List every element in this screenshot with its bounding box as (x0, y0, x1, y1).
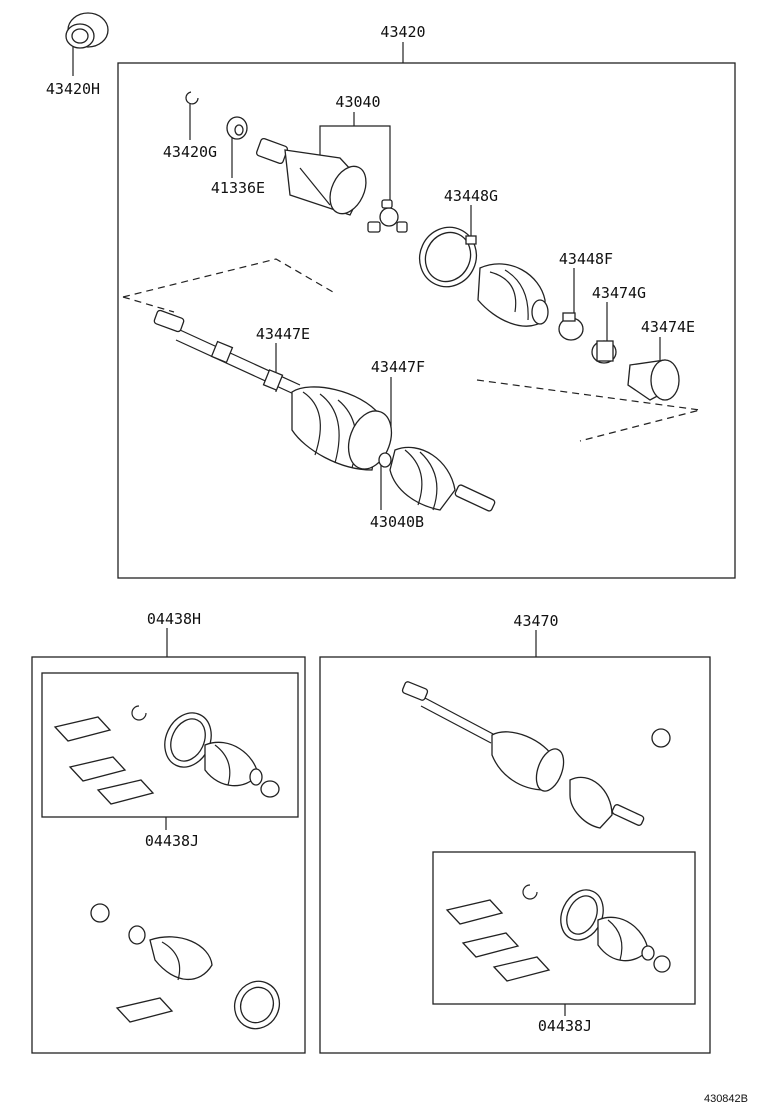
label-43474E: 43474E (641, 318, 695, 336)
drive-shaft-assembly-43470 (401, 681, 671, 829)
label-04438H: 04438H (147, 610, 201, 628)
joint-housing-43040 (255, 137, 367, 216)
boot-kit-04438H-parts (90, 903, 281, 1030)
boot-kit-04438J-left (53, 705, 280, 805)
label-43447E: 43447E (256, 325, 310, 343)
label-43447F: 43447F (371, 358, 425, 376)
label-43420: 43420 (380, 23, 425, 41)
boot-inboard (477, 263, 549, 327)
dynamic-damper-43474E (627, 359, 680, 401)
snap-ring-43420G (185, 91, 199, 105)
frame-43420 (117, 62, 736, 579)
label-43040: 43040 (335, 93, 380, 111)
boot-kit-04438J-right (445, 884, 671, 982)
label-04438J-left: 04438J (145, 832, 199, 850)
oil-seal-43420H (65, 12, 109, 49)
label-41336E: 41336E (211, 179, 265, 197)
dashed-boundary-lower (122, 296, 175, 313)
tripod-joint (367, 199, 408, 233)
figure-reference: 430842B (704, 1093, 748, 1105)
clamp-43448F (558, 312, 584, 341)
label-43470: 43470 (513, 612, 558, 630)
dashed-boundary-right (476, 379, 701, 442)
label-43448G: 43448G (444, 187, 498, 205)
leader-43040 (319, 125, 391, 202)
label-43420H: 43420H (46, 80, 100, 98)
label-04438J-right: 04438J (538, 1017, 592, 1035)
drive-shaft-assembly (153, 309, 496, 512)
label-43420G: 43420G (163, 143, 217, 161)
frame-43470 (319, 656, 711, 1054)
boot-band-43448G (418, 226, 478, 288)
frame-04438J-left (41, 672, 299, 818)
label-43474G: 43474G (592, 284, 646, 302)
frame-04438H (31, 656, 306, 1054)
bearing-41336E (226, 116, 248, 140)
frame-04438J-right (432, 851, 696, 1005)
damper-clip-43474G (591, 340, 617, 364)
label-43448F: 43448F (559, 250, 613, 268)
label-43040B: 43040B (370, 513, 424, 531)
dashed-boundary-left (122, 258, 334, 298)
